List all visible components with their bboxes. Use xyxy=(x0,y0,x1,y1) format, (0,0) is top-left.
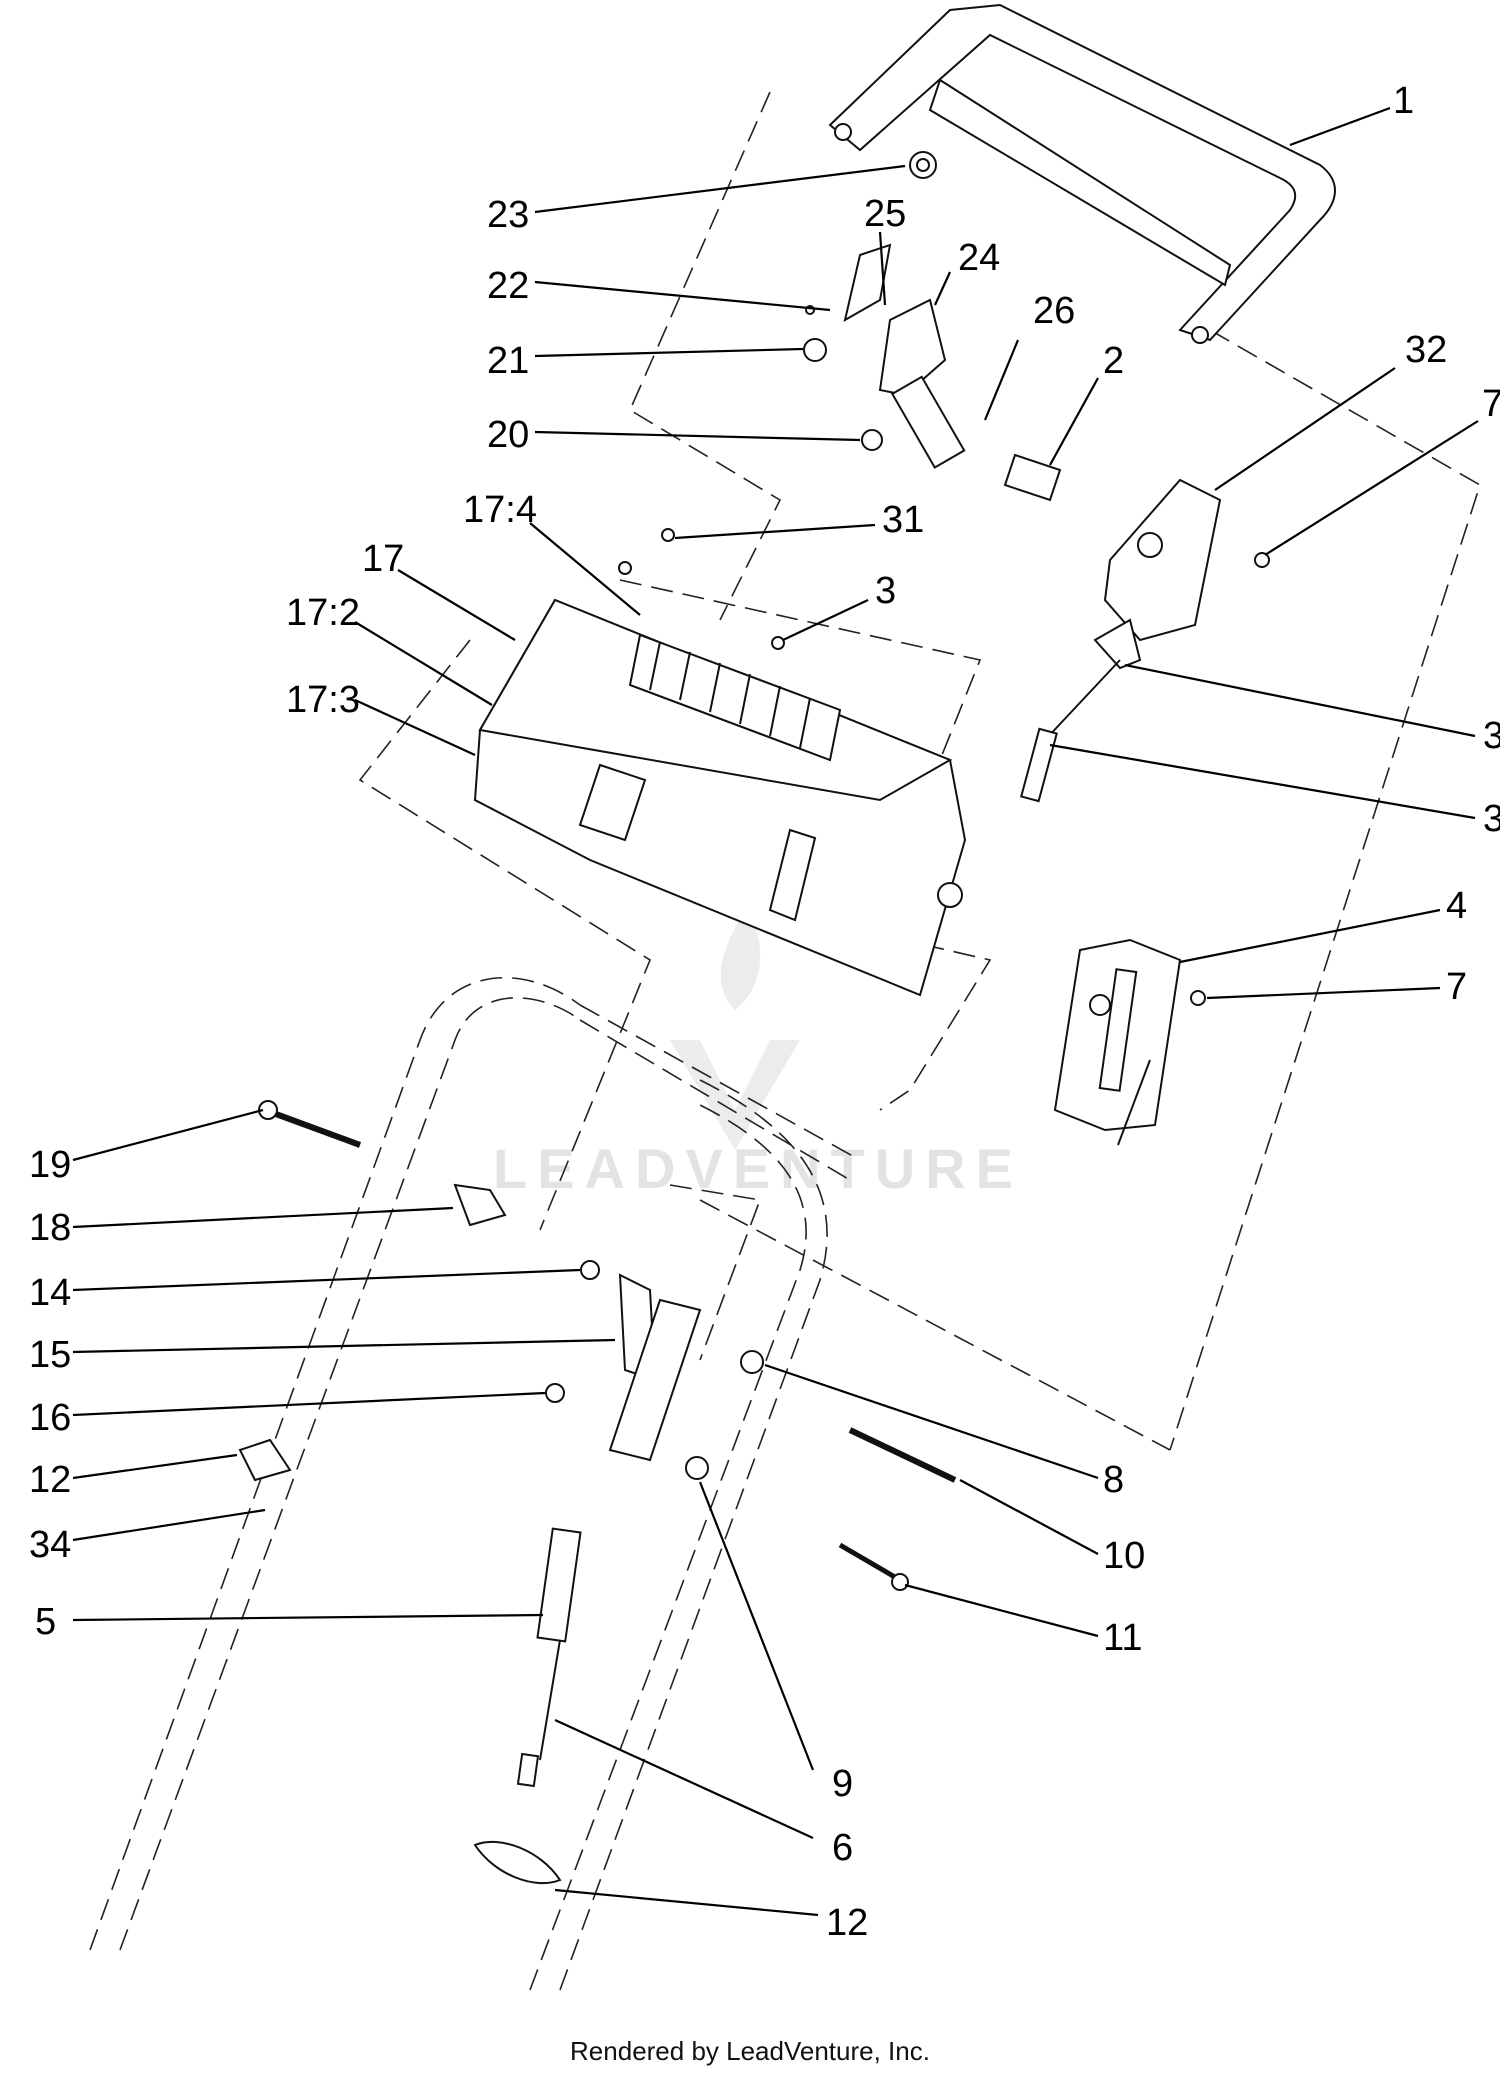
callout-label: 24 xyxy=(958,237,1000,279)
dashed-outlines xyxy=(89,91,1481,1991)
callout-label: 2 xyxy=(1103,340,1124,382)
callout-label: 17:4 xyxy=(463,489,537,531)
callout-label: 7 xyxy=(1446,966,1467,1008)
control-box xyxy=(473,528,967,997)
callout-label: 18 xyxy=(29,1207,71,1249)
watermark: LEADVENTURE xyxy=(493,905,1023,1200)
callout-label: 20 xyxy=(487,414,529,456)
callout-label: 6 xyxy=(832,1827,853,1869)
callout-label: 9 xyxy=(832,1763,853,1805)
callout-label: 8 xyxy=(1103,1459,1124,1501)
callout-label: 17:3 xyxy=(286,679,360,721)
callout-label: 33 xyxy=(1483,715,1500,757)
callout-label: 3 xyxy=(875,570,896,612)
callout-label: 5 xyxy=(35,1601,56,1643)
callout-label: 23 xyxy=(487,194,529,236)
lower-hardware xyxy=(238,1100,957,1885)
callout-label: 11 xyxy=(1103,1617,1142,1659)
upper-handle xyxy=(828,3,1336,344)
callout-label: 25 xyxy=(864,193,906,235)
callout-label: 16 xyxy=(29,1397,71,1439)
callout-label: 17 xyxy=(362,538,404,580)
footer-credit: Rendered by LeadVenture, Inc. xyxy=(570,2036,930,2066)
watermark-text: LEADVENTURE xyxy=(493,1137,1023,1200)
callout-label: 34 xyxy=(29,1524,71,1566)
callout-label: 22 xyxy=(487,265,529,307)
callout-labels: 123252422262123272017:43117317:217:33334… xyxy=(29,80,1500,1944)
callout-label: 31 xyxy=(882,499,924,541)
callout-label: 26 xyxy=(1033,290,1075,332)
callout-label: 15 xyxy=(29,1334,71,1376)
callout-label: 32 xyxy=(1405,329,1447,371)
callout-label: 1 xyxy=(1393,80,1414,122)
callout-label: 21 xyxy=(487,340,529,382)
callout-label: 4 xyxy=(1446,885,1467,927)
callout-label: 19 xyxy=(29,1144,71,1186)
callout-label: 10 xyxy=(1103,1535,1145,1577)
callout-label: 7 xyxy=(1482,383,1500,425)
bracket-assembly xyxy=(1020,478,1270,803)
callout-label: 17:2 xyxy=(286,592,360,634)
plate-assembly xyxy=(1053,938,1206,1146)
callout-label: 12 xyxy=(826,1902,868,1944)
hardware-cluster xyxy=(803,151,1062,502)
callout-label: 34 xyxy=(1483,798,1500,840)
leader-lines xyxy=(72,106,1479,1917)
callout-label: 12 xyxy=(29,1459,71,1501)
callout-label: 14 xyxy=(29,1272,71,1314)
